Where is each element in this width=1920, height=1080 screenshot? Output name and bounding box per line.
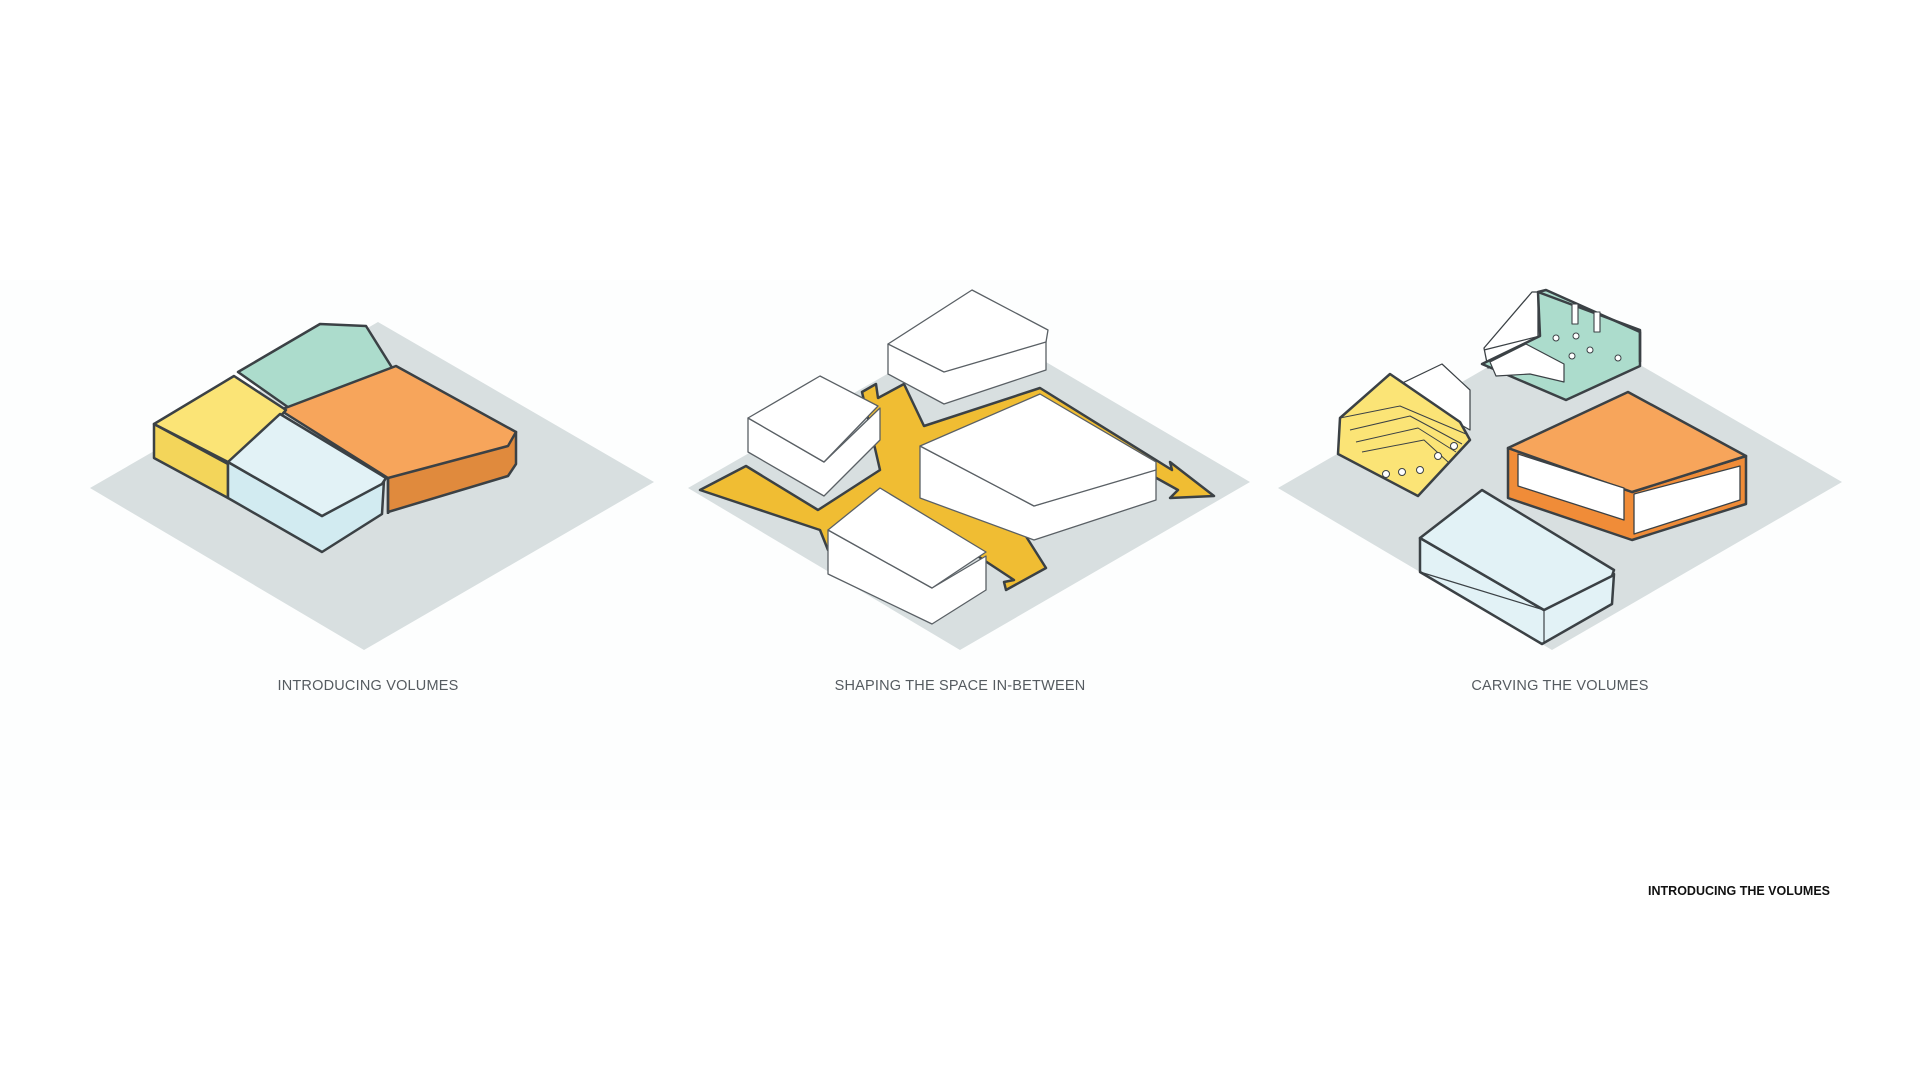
white-volume-center [919, 393, 1157, 541]
seat-4 [1434, 452, 1442, 460]
light-blue-carved-volume [1418, 488, 1616, 646]
orange-carved-volume [1506, 390, 1748, 542]
opening-right [1633, 465, 1741, 535]
teal-carved-volume [1480, 288, 1642, 402]
panel-carving-volumes [1278, 288, 1842, 650]
interior-counter [1489, 343, 1565, 383]
light-blue-volume [226, 412, 388, 554]
opening-left [1517, 453, 1625, 521]
caption-introducing-volumes: INTRODUCING VOLUMES [277, 678, 459, 694]
seat-2 [1398, 468, 1406, 476]
window-left [1571, 303, 1579, 325]
white-volume-front [827, 487, 987, 625]
orange-volume [278, 364, 518, 514]
caption-carving-volumes: CARVING THE VOLUMES [1471, 678, 1649, 694]
seat-5 [1450, 442, 1458, 450]
caption-shaping-space: SHAPING THE SPACE IN-BETWEEN [834, 678, 1086, 694]
chair-3 [1586, 346, 1594, 354]
white-volume-back [887, 289, 1049, 405]
seat-1 [1382, 470, 1390, 478]
seat-3 [1416, 466, 1424, 474]
white-volume-left [747, 375, 881, 497]
window-right [1593, 311, 1601, 333]
chair-4 [1614, 354, 1622, 362]
chair-1 [1552, 334, 1560, 342]
chair-2 [1572, 332, 1580, 340]
yellow-carved-volume [1336, 363, 1472, 498]
section-heading: INTRODUCING THE VOLUMES [1648, 884, 1830, 898]
chair-5 [1568, 352, 1576, 360]
panel-shaping-space [688, 289, 1250, 650]
panel-introducing-volumes [90, 322, 654, 650]
